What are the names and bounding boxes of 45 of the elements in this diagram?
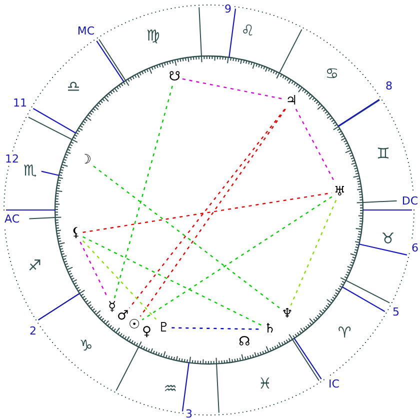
planet-symbol: ☉: [128, 318, 140, 332]
house-label: 6: [412, 242, 418, 254]
planet-symbol: ♂: [116, 310, 129, 323]
planet-symbol: ☿: [108, 300, 116, 314]
aspect-line: [82, 236, 262, 326]
house-label: 12: [5, 154, 19, 164]
zodiac-sign: ♒: [164, 381, 178, 396]
aspect-line: [114, 86, 173, 299]
planet-symbol: ♅: [334, 185, 346, 198]
zodiac-sign: ♎: [66, 80, 80, 95]
aspect-line: [290, 200, 337, 306]
house-label: MC: [77, 26, 95, 36]
zodiac-sign: ♋: [325, 66, 339, 82]
planet-symbol: ⚸: [71, 226, 81, 240]
planet-symbol: ☋: [168, 70, 180, 84]
aspect-line: [82, 240, 156, 320]
house-label: 5: [392, 306, 400, 318]
house-label: AC: [4, 214, 20, 224]
house-label: 9: [224, 4, 232, 14]
aspect-line: [82, 192, 332, 233]
zodiac-sign: ♏: [23, 164, 37, 179]
zodiac-sign: ♊: [376, 146, 390, 162]
house-label: 11: [13, 98, 27, 108]
aspect-line: [93, 166, 280, 308]
aspect-line: [182, 78, 284, 100]
planet-symbol: ☽: [80, 154, 92, 167]
zodiac-sign: ♓: [258, 376, 272, 392]
zodiac-sign: ♐: [28, 258, 42, 274]
zodiac-sign: ♉: [381, 232, 395, 246]
house-label: DC: [402, 196, 418, 206]
zodiac-sign: ♈: [338, 325, 352, 340]
planet-symbol: ♄: [264, 322, 276, 336]
planet-symbol: ♃: [286, 94, 298, 108]
zodiac-sign: ♑: [79, 338, 93, 354]
house-label: 2: [30, 326, 36, 336]
planet-symbol: ♇: [158, 321, 170, 334]
house-label: 3: [186, 408, 192, 420]
planet-symbol: ♀: [142, 326, 152, 339]
zodiac-sign: ♌: [240, 24, 254, 39]
house-label: 8: [386, 80, 392, 92]
planet-symbol: ☊: [238, 336, 250, 349]
house-label: IC: [328, 378, 340, 390]
zodiac-sign: ♍: [146, 28, 160, 44]
aspect-line: [142, 196, 332, 320]
planet-symbol: ♆: [281, 307, 294, 320]
